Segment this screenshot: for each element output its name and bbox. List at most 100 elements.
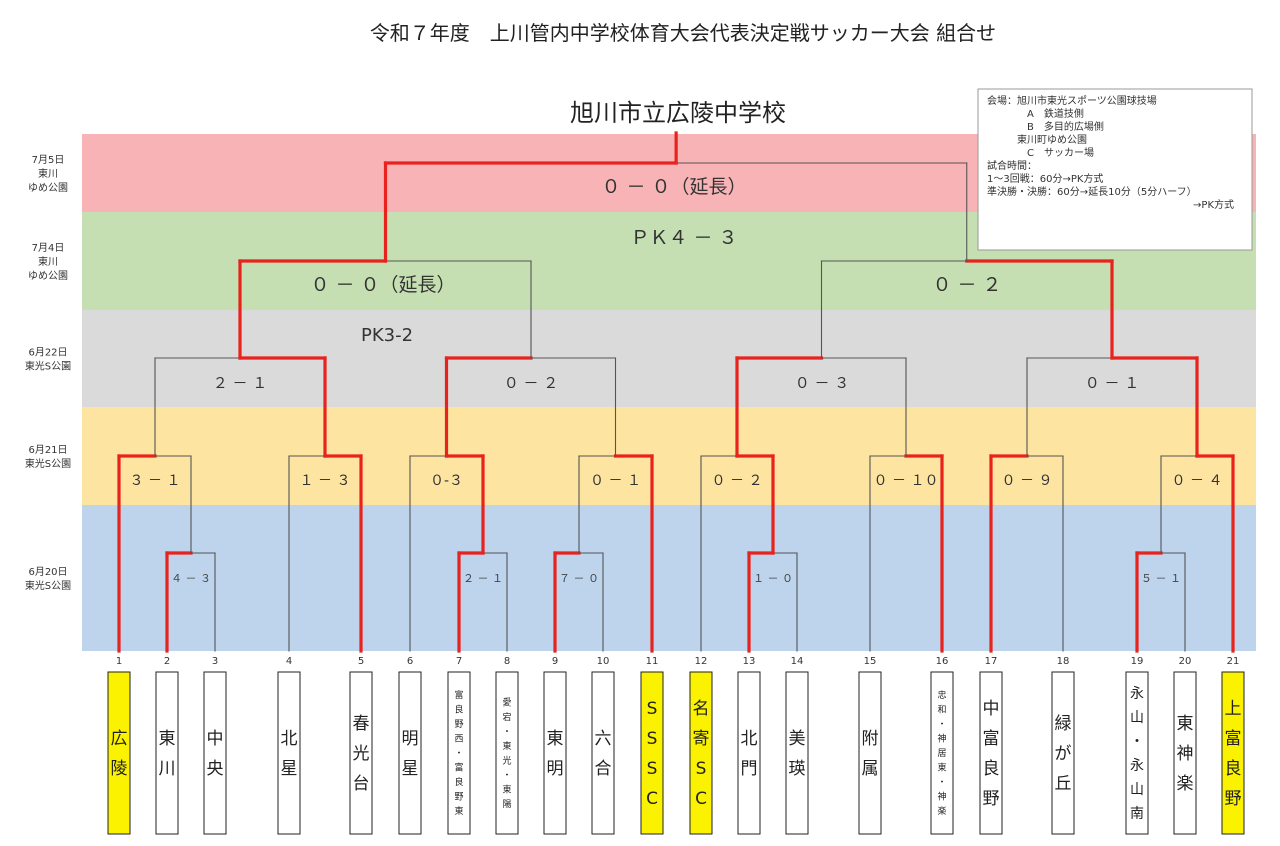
team-seed-number: 19 xyxy=(1131,656,1144,667)
team-seed-number: 10 xyxy=(597,656,610,667)
team-name: 富良野西・富良野東 xyxy=(454,689,463,817)
venue-info-line: 準決勝・決勝：60分→延長10分（5分ハーフ） xyxy=(987,185,1197,198)
team-seed-number: 21 xyxy=(1227,656,1240,667)
team-box-9 xyxy=(543,671,567,835)
team-box-5 xyxy=(349,671,373,835)
team-name: 東明 xyxy=(547,729,564,779)
round-date: 6月20日 xyxy=(28,566,67,578)
round-venue: ゆめ公園 xyxy=(28,182,68,194)
team-name: 永山・永山南 xyxy=(1130,686,1144,822)
team-name: 上富良野 xyxy=(1225,699,1242,809)
round-date: 7月4日 xyxy=(32,242,65,254)
venue-info-line: C サッカー場 xyxy=(987,146,1094,159)
team-box-10 xyxy=(591,671,615,835)
match-score: ４ － ３ xyxy=(171,572,211,585)
match-score: ０ － １ xyxy=(590,473,641,489)
venue-info-box xyxy=(977,88,1253,251)
team-box-14 xyxy=(785,671,809,835)
team-seed-number: 6 xyxy=(407,656,413,667)
team-name: 中央 xyxy=(207,729,224,779)
round-venue: 東光S公園 xyxy=(25,360,71,373)
venue-info-line: 1～3回戦：60分→PK方式 xyxy=(987,172,1103,185)
round-venue: 東川 xyxy=(38,255,58,268)
team-name: 北星 xyxy=(281,729,298,779)
team-name: 緑が丘 xyxy=(1055,714,1072,794)
match-score: ＰＫ４ － ３ xyxy=(630,227,737,249)
match-score: ０ － ４ xyxy=(1172,473,1223,489)
team-seed-number: 17 xyxy=(985,656,998,667)
match-score: ０ － ３ xyxy=(795,374,850,392)
team-name: 広陵 xyxy=(111,729,128,779)
team-name: 六合 xyxy=(595,729,612,779)
team-seed-number: 1 xyxy=(116,656,122,667)
team-seed-number: 14 xyxy=(791,656,804,667)
match-score: ２ － １ xyxy=(213,374,268,392)
team-seed-number: 2 xyxy=(164,656,170,667)
team-name: 東神楽 xyxy=(1177,714,1194,794)
team-box-8 xyxy=(495,671,519,835)
team-seed-number: 9 xyxy=(552,656,558,667)
team-name: 東川 xyxy=(159,729,176,779)
team-seed-number: 4 xyxy=(286,656,292,667)
champion-name: 旭川市立広陵中学校 xyxy=(570,99,786,127)
match-score: PK3-2 xyxy=(361,325,413,346)
match-score: ０ － ２ xyxy=(712,473,763,489)
team-seed-number: 20 xyxy=(1179,656,1192,667)
team-box-11 xyxy=(640,671,664,835)
venue-info-line: 東川町ゆめ公園 xyxy=(987,133,1087,146)
team-name: 春光台 xyxy=(353,714,370,794)
venue-info-line: B 多目的広場側 xyxy=(987,120,1104,133)
team-seed-number: 13 xyxy=(743,656,756,667)
team-seed-number: 3 xyxy=(212,656,218,667)
round-date: 6月21日 xyxy=(28,444,67,456)
team-box-19 xyxy=(1125,671,1149,835)
round-date: 7月5日 xyxy=(32,154,65,166)
team-name: 附属 xyxy=(862,729,879,779)
round-venue: 東光S公園 xyxy=(25,457,71,470)
team-box-4 xyxy=(277,671,301,835)
team-seed-number: 5 xyxy=(358,656,364,667)
match-score: １ － ３ xyxy=(300,473,351,489)
round-venue: 東光S公園 xyxy=(25,579,71,592)
team-name: 忠和・神居東・神楽 xyxy=(937,690,946,817)
team-box-12 xyxy=(689,671,713,835)
match-score: ０ － １ xyxy=(1085,374,1140,392)
team-seed-number: 12 xyxy=(695,656,708,667)
venue-info-line: 会場：旭川市東光スポーツ公園球技場 xyxy=(987,94,1157,107)
team-seed-number: 15 xyxy=(864,656,877,667)
team-box-13 xyxy=(737,671,761,835)
match-score: ７ － ０ xyxy=(559,572,599,585)
team-seed-number: 8 xyxy=(504,656,510,667)
match-score: ３ － １ xyxy=(130,473,181,489)
match-score: ０ － ０（延長） xyxy=(601,176,746,198)
team-name: 北門 xyxy=(741,729,758,779)
team-name: 美瑛 xyxy=(789,729,806,779)
team-name: 中富良野 xyxy=(983,699,1000,809)
page-title: 令和７年度 上川管内中学校体育大会代表決定戦サッカー大会 組合せ xyxy=(370,21,996,45)
team-seed-number: 11 xyxy=(646,656,659,667)
team-box-17 xyxy=(979,671,1003,835)
team-name: 愛宕・東光・東陽 xyxy=(502,696,511,810)
match-score: ０ － ９ xyxy=(1002,473,1053,489)
venue-info-line: 試合時間： xyxy=(987,159,1037,172)
match-score: ０-３ xyxy=(430,473,463,489)
round-band-5 xyxy=(82,505,1256,651)
venue-info-line: A 鉄道技側 xyxy=(987,107,1084,120)
round-venue: 東川 xyxy=(38,167,58,180)
team-seed-number: 16 xyxy=(936,656,949,667)
team-seed-number: 18 xyxy=(1057,656,1070,667)
venue-info-line: →PK方式 xyxy=(1193,198,1234,211)
match-score: ０ － ２ xyxy=(504,374,559,392)
team-box-20 xyxy=(1173,671,1197,835)
team-box-16 xyxy=(930,671,954,835)
team-box-1 xyxy=(107,671,131,835)
match-score: ０ － ０（延長） xyxy=(310,274,455,296)
match-score: ０ － １０ xyxy=(874,473,939,489)
team-box-7 xyxy=(447,671,471,835)
team-box-18 xyxy=(1051,671,1075,835)
match-score: ２ － １ xyxy=(463,572,503,585)
team-name: 明星 xyxy=(402,729,419,779)
